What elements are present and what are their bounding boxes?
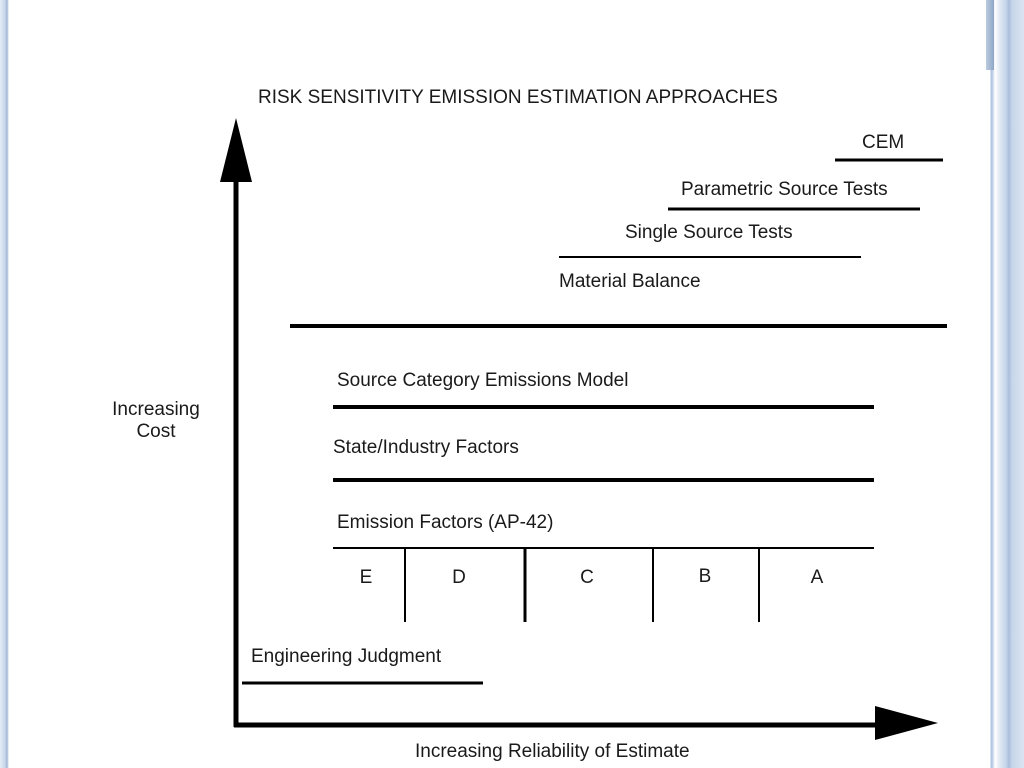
rating-e: E: [359, 567, 373, 588]
rating-a: A: [810, 567, 824, 588]
cem-label: CEM: [862, 132, 905, 153]
engineering-judgment-label: Engineering Judgment: [251, 646, 442, 667]
material-balance-label: Material Balance: [559, 271, 701, 292]
parametric-source-tests-label: Parametric Source Tests: [681, 179, 888, 200]
emission-factors-label: Emission Factors (AP-42): [337, 512, 554, 533]
slide-frame-accent: [986, 0, 994, 70]
y-axis-arrowhead: [220, 118, 252, 182]
source-category-model-label: Source Category Emissions Model: [337, 370, 629, 391]
rating-c: C: [580, 567, 594, 588]
slide-frame-right: [978, 0, 1024, 768]
diagram-title: RISK SENSITIVITY EMISSION ESTIMATION APP…: [258, 87, 778, 108]
x-axis-arrowhead: [875, 706, 938, 740]
y-axis-label-line2: Cost: [136, 421, 176, 442]
state-industry-factors-label: State/Industry Factors: [333, 437, 519, 458]
slide-frame-left: [0, 0, 10, 768]
y-axis-label-line1: Increasing: [112, 399, 200, 420]
rating-d: D: [452, 567, 466, 588]
single-source-tests-label: Single Source Tests: [625, 222, 793, 243]
rating-b: B: [698, 566, 712, 587]
x-axis-label: Increasing Reliability of Estimate: [415, 741, 690, 762]
